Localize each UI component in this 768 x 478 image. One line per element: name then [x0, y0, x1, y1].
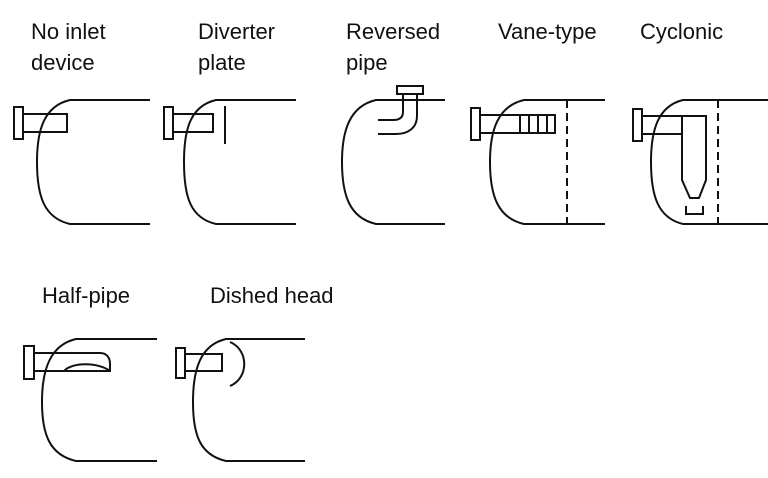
vessel-outline	[488, 99, 605, 225]
vessel-outline	[35, 99, 150, 225]
label-line: Reversed	[346, 19, 441, 44]
label-line: Vane-type	[498, 19, 597, 44]
half-pipe-inlet	[34, 352, 111, 372]
inlet-flange	[470, 107, 481, 141]
label-line: No inlet	[31, 19, 106, 44]
dished-head-deflector	[229, 341, 246, 387]
vessel-vane-type	[470, 99, 605, 225]
vessel-cyclonic	[632, 99, 768, 225]
inlet-flange	[175, 347, 186, 379]
vessel-diverter-plate	[163, 99, 296, 225]
label-line: Half-pipe	[42, 283, 131, 308]
inlet-nozzle	[641, 115, 683, 135]
inlet-flange	[163, 106, 174, 140]
label-line: pipe	[346, 50, 388, 75]
label-line: plate	[198, 50, 246, 75]
reversed-pipe-elbow	[378, 94, 418, 135]
vessel-dished-head	[175, 338, 305, 462]
label-line: Dished head	[210, 283, 334, 308]
vessel-outline	[182, 99, 296, 225]
vessel-outline	[40, 338, 157, 462]
cyclone-body	[681, 115, 707, 199]
inlet-nozzle	[184, 353, 223, 372]
label-dished-head: Dished head	[210, 280, 334, 311]
label-no-inlet-device: No inlet device	[31, 16, 106, 78]
label-line: Cyclonic	[640, 19, 724, 44]
vessel-outline	[649, 99, 768, 225]
inlet-nozzle	[172, 113, 214, 133]
vessel-half-pipe	[23, 338, 157, 462]
inlet-flange	[23, 345, 35, 380]
label-vane-type: Vane-type	[498, 16, 597, 47]
vessel-outline	[340, 99, 445, 225]
label-reversed-pipe: Reversed pipe	[346, 16, 440, 78]
inlet-nozzle	[22, 113, 68, 133]
cyclone-outlet	[685, 206, 704, 215]
label-diverter-plate: Diverter plate	[198, 16, 275, 78]
label-line: device	[31, 50, 95, 75]
label-cyclonic: Cyclonic	[640, 16, 723, 47]
vessel-reversed-pipe	[340, 85, 445, 225]
label-half-pipe: Half-pipe	[42, 280, 130, 311]
inlet-flange	[13, 106, 24, 140]
vessel-no-inlet-device	[13, 99, 150, 225]
label-line: Diverter	[198, 19, 276, 44]
inlet-flange	[632, 108, 643, 142]
vessel-outline	[191, 338, 305, 462]
inlet-flange	[396, 85, 424, 95]
